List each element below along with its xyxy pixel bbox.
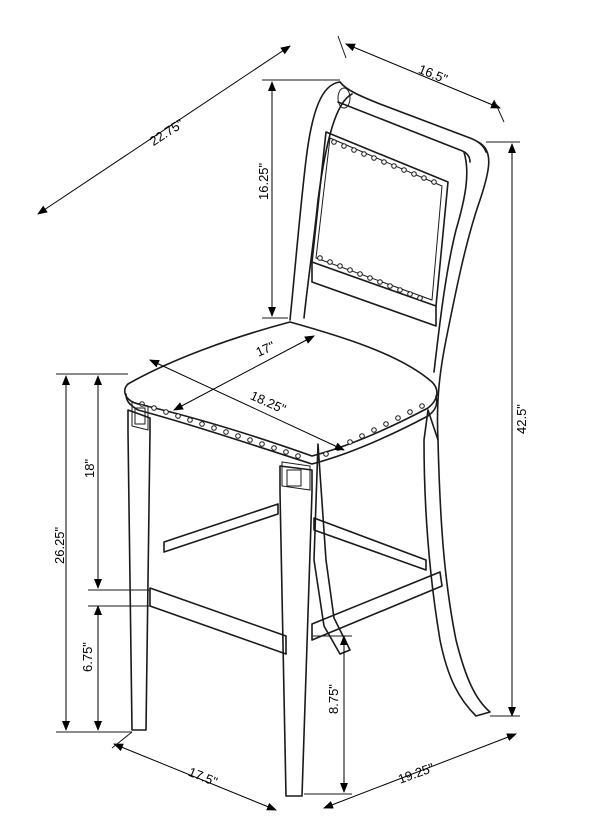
label-seat-depth: 17" xyxy=(253,338,277,360)
front-stretcher xyxy=(311,571,443,641)
dimension-lines xyxy=(37,35,520,811)
front-left-leg xyxy=(127,409,151,731)
label-back-height: 16.25" xyxy=(256,162,271,200)
label-base-depth: 19.25" xyxy=(396,760,436,787)
label-seat-width: 18.25" xyxy=(248,388,288,417)
stool-illustration xyxy=(124,81,491,797)
label-leg-above-rail: 18" xyxy=(82,459,97,478)
back-right-post xyxy=(436,141,490,441)
back-top-rail-lower xyxy=(337,101,471,163)
back-left-leg xyxy=(313,443,351,655)
label-back-width: 16.5" xyxy=(416,61,450,86)
label-base-width: 17.5" xyxy=(186,764,220,789)
side-stretcher-left xyxy=(149,587,287,655)
back-top-rail xyxy=(339,81,487,153)
label-overall-depth-diagonal: 22.75" xyxy=(147,116,187,149)
seat-top xyxy=(124,321,438,457)
label-front-rail-height: 8.75" xyxy=(326,684,341,714)
upper-stretcher-right xyxy=(313,517,427,571)
front-center-leg xyxy=(279,465,313,797)
upper-stretcher-left xyxy=(163,503,279,553)
back-right-post-inner xyxy=(433,151,468,373)
label-seat-height: 26.25" xyxy=(52,526,67,564)
back-right-leg xyxy=(423,409,491,717)
label-rail-height: 6.75" xyxy=(80,642,95,672)
back-panel-studs-bottom xyxy=(317,255,423,301)
back-panel-studs-top xyxy=(331,139,437,185)
label-overall-height: 42.5" xyxy=(514,404,529,434)
back-left-post xyxy=(289,81,341,321)
